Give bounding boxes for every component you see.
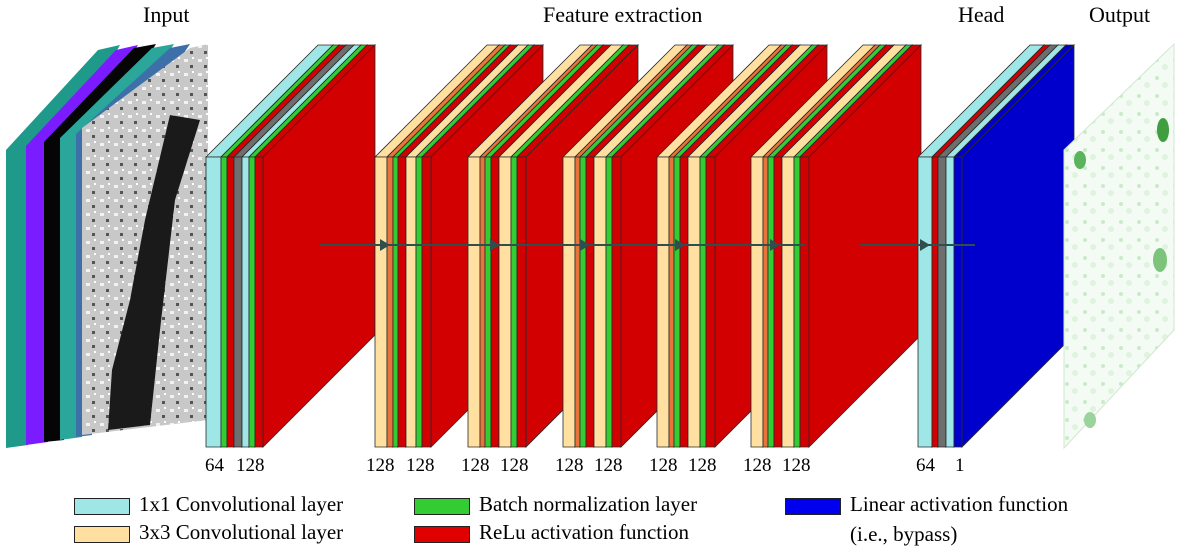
- block-5-layer-3-front: [773, 156, 783, 448]
- output-map: [1063, 42, 1175, 450]
- block-0-layer-2-front: [226, 156, 235, 448]
- block-5-layer-0-front: [750, 156, 764, 448]
- block-2-layer-5-front: [510, 156, 518, 448]
- block-1-layer-0-front: [374, 156, 388, 448]
- block-4-layer-0-front: [656, 156, 670, 448]
- block-0-layer-3-front: [233, 156, 243, 448]
- block-2-layer-2-front: [484, 156, 492, 448]
- block-head-layer-2-front: [937, 156, 947, 448]
- header-input: Input: [143, 2, 190, 27]
- legend-swatch-relu: [414, 526, 470, 543]
- label-head-a: 64: [916, 455, 935, 476]
- block-head-layer-3-front: [945, 156, 955, 448]
- block-4-layer-5-front: [699, 156, 707, 448]
- block-4-layer-2-front: [673, 156, 681, 448]
- block-5-layer-5-front: [793, 156, 801, 448]
- output-map-blob-3: [1153, 248, 1167, 272]
- legend-note-linear: (i.e., bypass): [850, 522, 958, 546]
- header-feature-extraction: Feature extraction: [543, 2, 703, 27]
- block-head-layer-4-front: [953, 156, 963, 448]
- label-b0-a: 64: [205, 455, 224, 476]
- label-b5-b: 128: [782, 455, 811, 476]
- legend-label-batchnorm: Batch normalization layer: [479, 492, 698, 516]
- block-1-layer-2-front: [392, 156, 399, 448]
- block-3-layer-6-front: [611, 156, 622, 448]
- block-5-layer-1-front: [762, 156, 769, 448]
- label-head-b: 1: [955, 455, 965, 476]
- label-b2-a: 128: [461, 455, 490, 476]
- connection-arrowhead-0: [380, 239, 390, 251]
- legend-label-conv3x3: 3x3 Convolutional layer: [139, 520, 344, 544]
- output-map-blob-4: [1084, 412, 1096, 428]
- output-map-blob-1: [1157, 118, 1169, 142]
- legend-swatch-batchnorm: [414, 498, 470, 515]
- block-4-layer-4-front: [687, 156, 701, 448]
- block-3-layer-3-front: [585, 156, 595, 448]
- block-2-layer-4-front: [498, 156, 512, 448]
- legend-swatch-linear: [785, 498, 841, 515]
- block-4-layer-3-front: [679, 156, 689, 448]
- label-b0-b: 128: [236, 455, 265, 476]
- block-1-layer-3-front: [397, 156, 407, 448]
- header-head: Head: [958, 2, 1005, 27]
- block-1-layer-4-front: [405, 156, 417, 448]
- label-b4-a: 128: [649, 455, 678, 476]
- block-1-layer-1-front: [386, 156, 394, 448]
- legend-label-relu: ReLu activation function: [479, 520, 689, 544]
- block-5-layer-4-front: [781, 156, 795, 448]
- block-3-layer-5-front: [605, 156, 613, 448]
- connection-arrowhead-3: [675, 239, 685, 251]
- connection-arrowhead-2: [580, 239, 590, 251]
- block-0-layer-4-front: [241, 156, 250, 448]
- block-4-layer-1-front: [668, 156, 675, 448]
- block-2-layer-1-front: [479, 156, 486, 448]
- block-2-layer-3-front: [490, 156, 500, 448]
- connection-arrowhead-1: [490, 239, 500, 251]
- legend-label-linear: Linear activation function: [850, 492, 1069, 516]
- block-5-layer-6-front: [799, 156, 810, 448]
- label-b2-b: 128: [500, 455, 529, 476]
- input-image-stack: [6, 44, 208, 448]
- block-3-layer-1-front: [574, 156, 581, 448]
- block-4-layer-6-front: [705, 156, 716, 448]
- connection-arrowhead-4: [770, 239, 780, 251]
- input-channel-sar-water: [108, 115, 200, 430]
- block-0-layer-5-front: [248, 156, 256, 448]
- block-2-layer-6-front: [516, 156, 527, 448]
- block-3-layer-0-front: [562, 156, 576, 448]
- label-b3-a: 128: [555, 455, 584, 476]
- connection-arrowhead-5: [920, 239, 930, 251]
- output-map-plane: [1063, 42, 1175, 450]
- block-3-layer-2-front: [579, 156, 587, 448]
- label-b1-a: 128: [366, 455, 395, 476]
- output-map-blob-2: [1074, 151, 1086, 169]
- block-1-layer-6-front: [421, 156, 432, 448]
- block-0-layer-6-front: [254, 156, 264, 448]
- header-output: Output: [1089, 2, 1151, 27]
- legend-swatch-conv1x1: [74, 498, 130, 515]
- block-5-layer-2-front: [767, 156, 775, 448]
- block-1-layer-5-front: [415, 156, 423, 448]
- block-0-layer-1-front: [220, 156, 228, 448]
- block-0-layer-0-front: [205, 156, 222, 448]
- label-b1-b: 128: [406, 455, 435, 476]
- label-b3-b: 128: [594, 455, 623, 476]
- label-b5-a: 128: [743, 455, 772, 476]
- legend-swatch-conv3x3: [74, 526, 130, 543]
- block-2-layer-0-front: [467, 156, 481, 448]
- block-head-layer-1-front: [931, 156, 939, 448]
- block-3-layer-4-front: [593, 156, 607, 448]
- legend-label-conv1x1: 1x1 Convolutional layer: [139, 492, 344, 516]
- label-b4-b: 128: [688, 455, 717, 476]
- block-head-layer-0-front: [917, 156, 933, 448]
